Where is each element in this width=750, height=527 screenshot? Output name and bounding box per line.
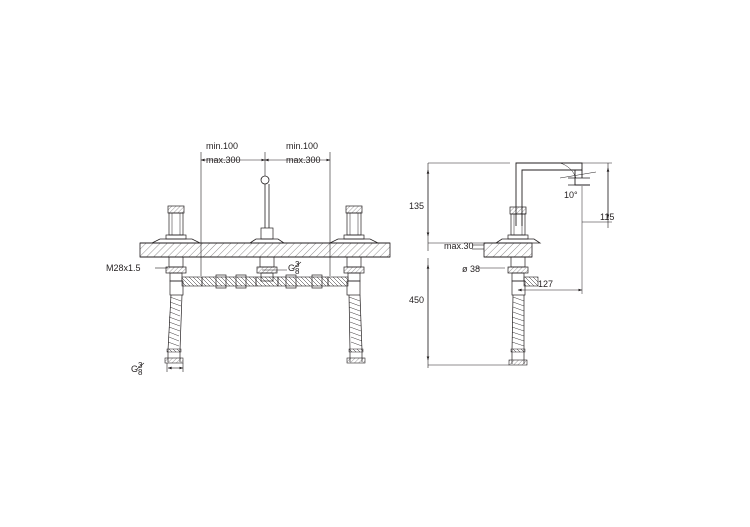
side-view-group: 135 450 115 max.30 127 10° ø 38 bbox=[409, 162, 614, 368]
side-body-assembly bbox=[494, 206, 542, 366]
svg-text:G: G bbox=[288, 263, 295, 273]
side-dimension-lines bbox=[426, 162, 612, 368]
dim-spout-projection: 127 bbox=[538, 279, 553, 289]
side-deck-surface bbox=[483, 242, 533, 258]
dim-thread-connector-center: G 3 8 bbox=[288, 260, 302, 276]
front-leader-lines bbox=[155, 267, 287, 372]
side-spout-arm bbox=[515, 162, 590, 226]
svg-text:8: 8 bbox=[295, 267, 300, 276]
dim-base-diameter: ø 38 bbox=[462, 264, 480, 274]
svg-text:8: 8 bbox=[138, 368, 143, 377]
dim-spout-reach-vertical: 115 bbox=[600, 212, 614, 222]
svg-text:ø: ø bbox=[462, 264, 468, 274]
deck-surface bbox=[139, 242, 391, 258]
dim-left-span-min: min.100 bbox=[206, 141, 238, 151]
dim-thread-supply-bottom: G 3 8 bbox=[131, 361, 145, 377]
svg-text:G: G bbox=[131, 364, 138, 374]
svg-text:3: 3 bbox=[295, 260, 300, 269]
front-view-group: min.100 max.300 min.100 max.300 M28x1.5 … bbox=[106, 141, 391, 377]
dim-spout-angle: 10° bbox=[564, 190, 578, 200]
dim-thread-body: M28x1.5 bbox=[106, 263, 141, 273]
svg-text:3: 3 bbox=[138, 361, 143, 370]
dim-right-span-min: min.100 bbox=[286, 141, 318, 151]
dim-total-height: 450 bbox=[409, 295, 424, 305]
center-spout-assembly bbox=[201, 175, 329, 289]
right-handle-assembly bbox=[327, 205, 379, 364]
dim-spout-height: 135 bbox=[409, 201, 424, 211]
dim-right-span-max: max.300 bbox=[286, 155, 321, 165]
svg-text:38: 38 bbox=[470, 264, 480, 274]
dim-left-span-max: max.300 bbox=[206, 155, 241, 165]
top-dimension-lines bbox=[200, 152, 331, 276]
left-handle-assembly bbox=[151, 205, 203, 364]
dim-max-deck-thickness: max.30 bbox=[444, 241, 474, 251]
